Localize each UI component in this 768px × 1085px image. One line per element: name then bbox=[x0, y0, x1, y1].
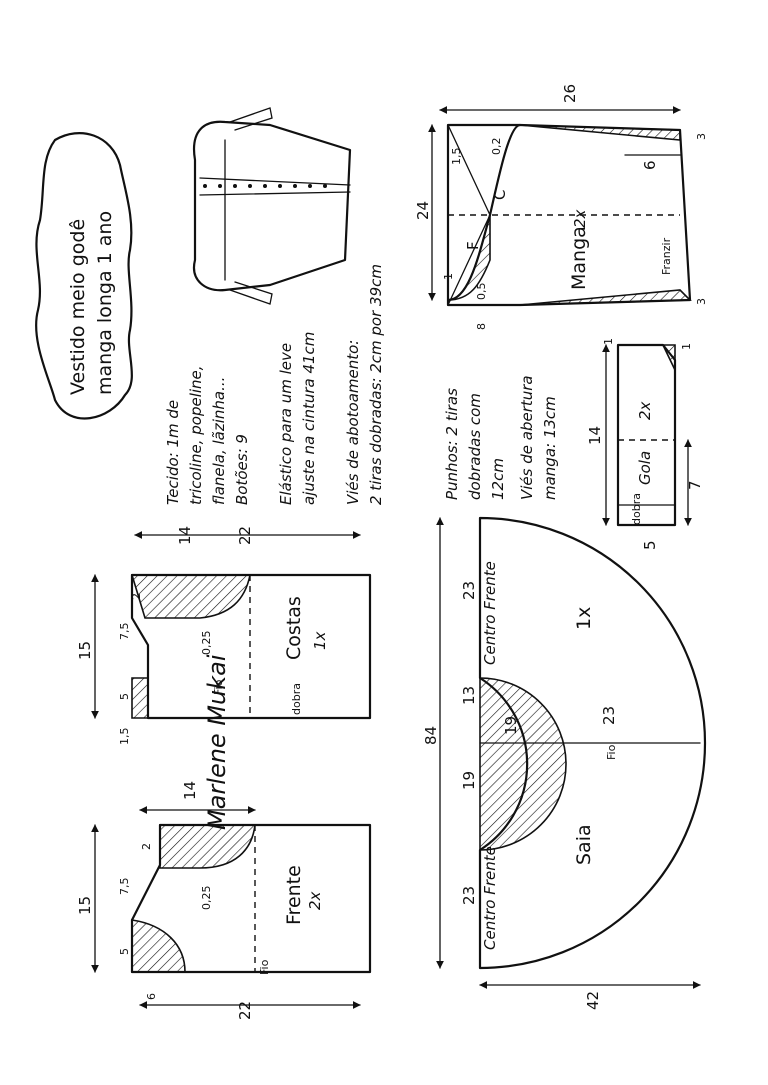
materials-line-3: flanela, lãzinha... bbox=[210, 377, 228, 505]
skirt-count: 1x bbox=[573, 607, 595, 630]
skirt-m23c: 23 bbox=[600, 706, 618, 725]
collar-fold: dobra bbox=[630, 493, 643, 525]
collar-m1a: 1 bbox=[602, 338, 615, 345]
materials-line-4: Botões: 9 bbox=[233, 434, 251, 505]
skirt-m19b: 19 bbox=[460, 771, 478, 790]
cuffs-line-3: 12cm bbox=[489, 458, 507, 500]
sleeve-m1: 1 bbox=[442, 273, 455, 280]
sleeve-m8: 8 bbox=[475, 323, 488, 330]
back-bodice-piece: Costas 1x Fio dobra 15 22 14 5 7,5 2 0,2… bbox=[76, 526, 372, 746]
signature: Marlene Mukai bbox=[203, 654, 231, 830]
cuffs-line-5: manga: 13cm bbox=[541, 396, 559, 500]
materials-line-5: Elástico para um leve bbox=[277, 343, 295, 505]
materials-line-2: tricoline, popeline, bbox=[187, 365, 205, 505]
sleeve-label: Manga bbox=[568, 226, 590, 290]
sleeve-m05: 0,5 bbox=[475, 283, 488, 301]
sleeve-cap-bottom: F bbox=[464, 241, 482, 250]
cuffs-line-2: dobradas com bbox=[466, 393, 484, 500]
collar-count: 2x bbox=[636, 401, 654, 420]
back-armhole-hatch bbox=[130, 574, 251, 619]
front-count: 2x bbox=[306, 891, 324, 910]
title-cloud-outline bbox=[35, 132, 133, 420]
skirt-grain: Fio bbox=[605, 744, 618, 760]
sleeve-count: 2x bbox=[571, 209, 589, 228]
back-count: 1x bbox=[311, 631, 329, 650]
sleeve-length: 26 bbox=[561, 84, 579, 103]
dress-sketch bbox=[192, 107, 352, 305]
back-length: 22 bbox=[236, 526, 254, 545]
sleeve-width: 24 bbox=[414, 201, 432, 220]
back-neck-hatch bbox=[131, 677, 149, 719]
collar-half: 7 bbox=[686, 480, 704, 490]
collar-height: 5 bbox=[641, 540, 659, 550]
title-line1: Vestido meio godê bbox=[67, 219, 89, 395]
back-m75: 7,5 bbox=[118, 623, 131, 641]
front-m025: 0,25 bbox=[200, 886, 213, 911]
skirt-waist-hatch bbox=[479, 677, 567, 851]
skirt-m13: 13 bbox=[460, 686, 478, 705]
skirt-total: 84 bbox=[422, 726, 440, 745]
sleeve-m6: 6 bbox=[641, 160, 659, 170]
front-armhole: 14 bbox=[181, 781, 199, 800]
sleeve-piece: 26 24 C F 2x Manga Franzir 6 1,5 0,2 3 3… bbox=[414, 84, 708, 330]
title-line2: manga longa 1 ano bbox=[94, 211, 116, 395]
front-m75: 7,5 bbox=[118, 878, 131, 896]
back-m2: 2 bbox=[130, 593, 143, 600]
skirt-m19a: 19 bbox=[502, 716, 520, 735]
title-cloud: Vestido meio godê manga longa 1 ano bbox=[35, 132, 133, 420]
back-fold: dobra bbox=[290, 683, 303, 715]
back-armhole: 14 bbox=[176, 526, 194, 545]
back-grain: Fio bbox=[212, 679, 225, 695]
materials-line-1: Tecido: 1m de bbox=[164, 400, 182, 505]
front-bodice-piece: Frente 2x Fio 15 22 14 5 7,5 2 0,25 6 bbox=[76, 781, 372, 1020]
collar-outline bbox=[616, 343, 677, 527]
front-m5: 5 bbox=[118, 948, 131, 955]
front-armhole-hatch bbox=[159, 824, 256, 869]
skirt-m23a: 23 bbox=[460, 581, 478, 600]
front-m2: 2 bbox=[140, 843, 153, 850]
skirt-height: 42 bbox=[584, 991, 602, 1010]
back-m025: 0,25 bbox=[200, 631, 213, 656]
materials-line-6: ajuste na cintura 41cm bbox=[300, 332, 318, 505]
back-m15: 1,5 bbox=[118, 728, 131, 746]
cuffs-line-1: Punhos: 2 tiras bbox=[443, 388, 461, 500]
collar-length: 14 bbox=[586, 426, 604, 445]
sleeve-m3b: 3 bbox=[695, 298, 708, 305]
collar-label: Gola bbox=[636, 451, 654, 485]
materials-block: Tecido: 1m de tricoline, popeline, flane… bbox=[164, 264, 385, 505]
cuffs-block: Punhos: 2 tiras dobradas com 12cm Viés d… bbox=[443, 375, 559, 500]
sleeve-m02: 0,2 bbox=[490, 138, 503, 156]
skirt-center-front-bottom: Centro Frente bbox=[481, 846, 499, 950]
cuffs-line-4: Viés de abertura bbox=[518, 375, 536, 500]
front-m6: 6 bbox=[145, 993, 158, 1000]
front-grain: Fio bbox=[258, 959, 271, 975]
front-label: Frente bbox=[283, 865, 305, 925]
back-m5: 5 bbox=[118, 693, 131, 700]
back-width: 15 bbox=[76, 641, 94, 660]
back-label: Costas bbox=[283, 596, 305, 660]
skirt-center-front-top: Centro Frente bbox=[481, 561, 499, 665]
skirt-label: Saia bbox=[573, 824, 595, 865]
sleeve-gather: Franzir bbox=[660, 237, 673, 275]
sleeve-m15: 1,5 bbox=[450, 148, 463, 166]
front-length: 22 bbox=[236, 1001, 254, 1020]
skirt-m23b: 23 bbox=[460, 886, 478, 905]
front-width: 15 bbox=[76, 896, 94, 915]
skirt-piece: 84 Centro Frente Centro Frente 1x Saia F… bbox=[422, 516, 707, 1010]
front-neck-hatch bbox=[131, 919, 186, 973]
sleeve-hem-hatch bbox=[519, 124, 681, 141]
sleeve-m3a: 3 bbox=[695, 133, 708, 140]
materials-line-7: Viés de abotoamento: bbox=[344, 340, 362, 505]
dress-buttons bbox=[203, 184, 327, 188]
materials-line-8: 2 tiras dobradas: 2cm por 39cm bbox=[367, 264, 385, 505]
collar-m1b: 1 bbox=[680, 343, 693, 350]
collar-piece: Gola 2x dobra 14 7 5 1 1 bbox=[586, 338, 704, 550]
sleeve-cap-top: C bbox=[491, 190, 509, 200]
